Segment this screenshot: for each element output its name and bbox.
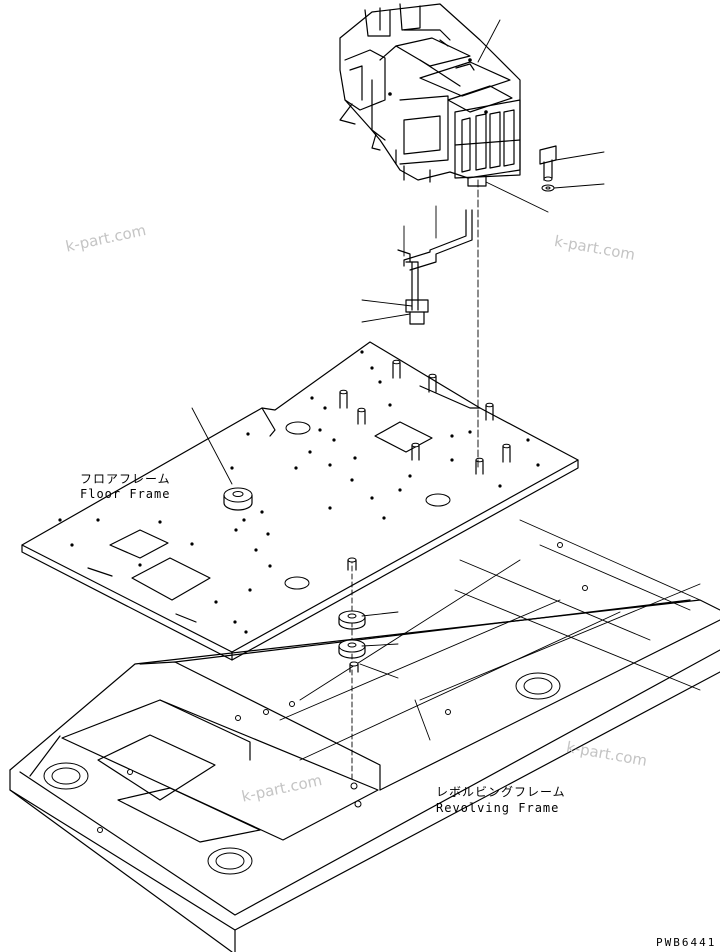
mount-stack <box>338 557 366 781</box>
air-conditioner-unit <box>339 3 521 187</box>
floor-frame <box>21 341 579 661</box>
mounting-bolt <box>539 145 557 192</box>
floor-frame-label-en: Floor Frame <box>80 487 171 501</box>
floor-frame-label-jp: フロアフレーム <box>80 472 171 486</box>
leader-lines <box>191 19 605 679</box>
revolving-frame <box>9 519 720 952</box>
floor-studs <box>339 359 511 475</box>
revolving-frame-label-jp: レボルビングフレーム <box>436 785 566 799</box>
floor-holes <box>58 350 540 634</box>
drain-hose <box>397 209 473 325</box>
revolving-frame-label-en: Revolving Frame <box>436 801 560 815</box>
drawing-code: PWB6441 <box>656 936 717 949</box>
